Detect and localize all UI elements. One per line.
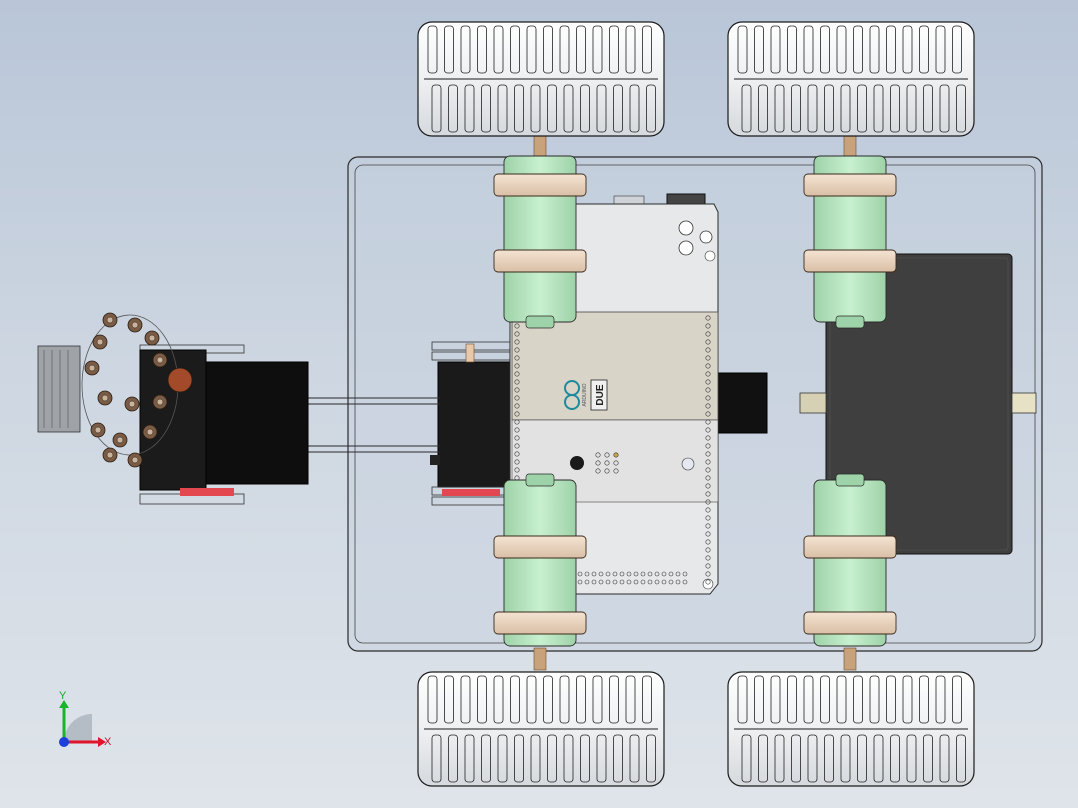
chassis-bracket-right bbox=[799, 392, 1037, 414]
wheel-front-left[interactable] bbox=[417, 21, 665, 137]
axis-z-origin-icon bbox=[59, 737, 69, 747]
axis-triad: X Y bbox=[59, 690, 112, 748]
board-logo-label: DUE bbox=[595, 384, 606, 405]
wheel-rear-right[interactable] bbox=[727, 671, 975, 787]
board-brand-label: ARDUINO bbox=[582, 383, 588, 406]
wheel-rear-left[interactable] bbox=[727, 21, 975, 137]
axis-x-label: X bbox=[104, 736, 112, 748]
gripper-gear-bolts bbox=[84, 312, 193, 468]
center-motor-block[interactable] bbox=[714, 372, 768, 434]
wheel-front-right[interactable] bbox=[417, 671, 665, 787]
axis-y-label: Y bbox=[59, 690, 67, 702]
wheel-hubs bbox=[493, 135, 897, 671]
arduino-infinity-logo-icon bbox=[564, 380, 580, 410]
gripper-motor-fins bbox=[43, 350, 69, 428]
gripper-motor-assembly[interactable] bbox=[37, 312, 309, 505]
front-servo[interactable] bbox=[430, 341, 513, 506]
